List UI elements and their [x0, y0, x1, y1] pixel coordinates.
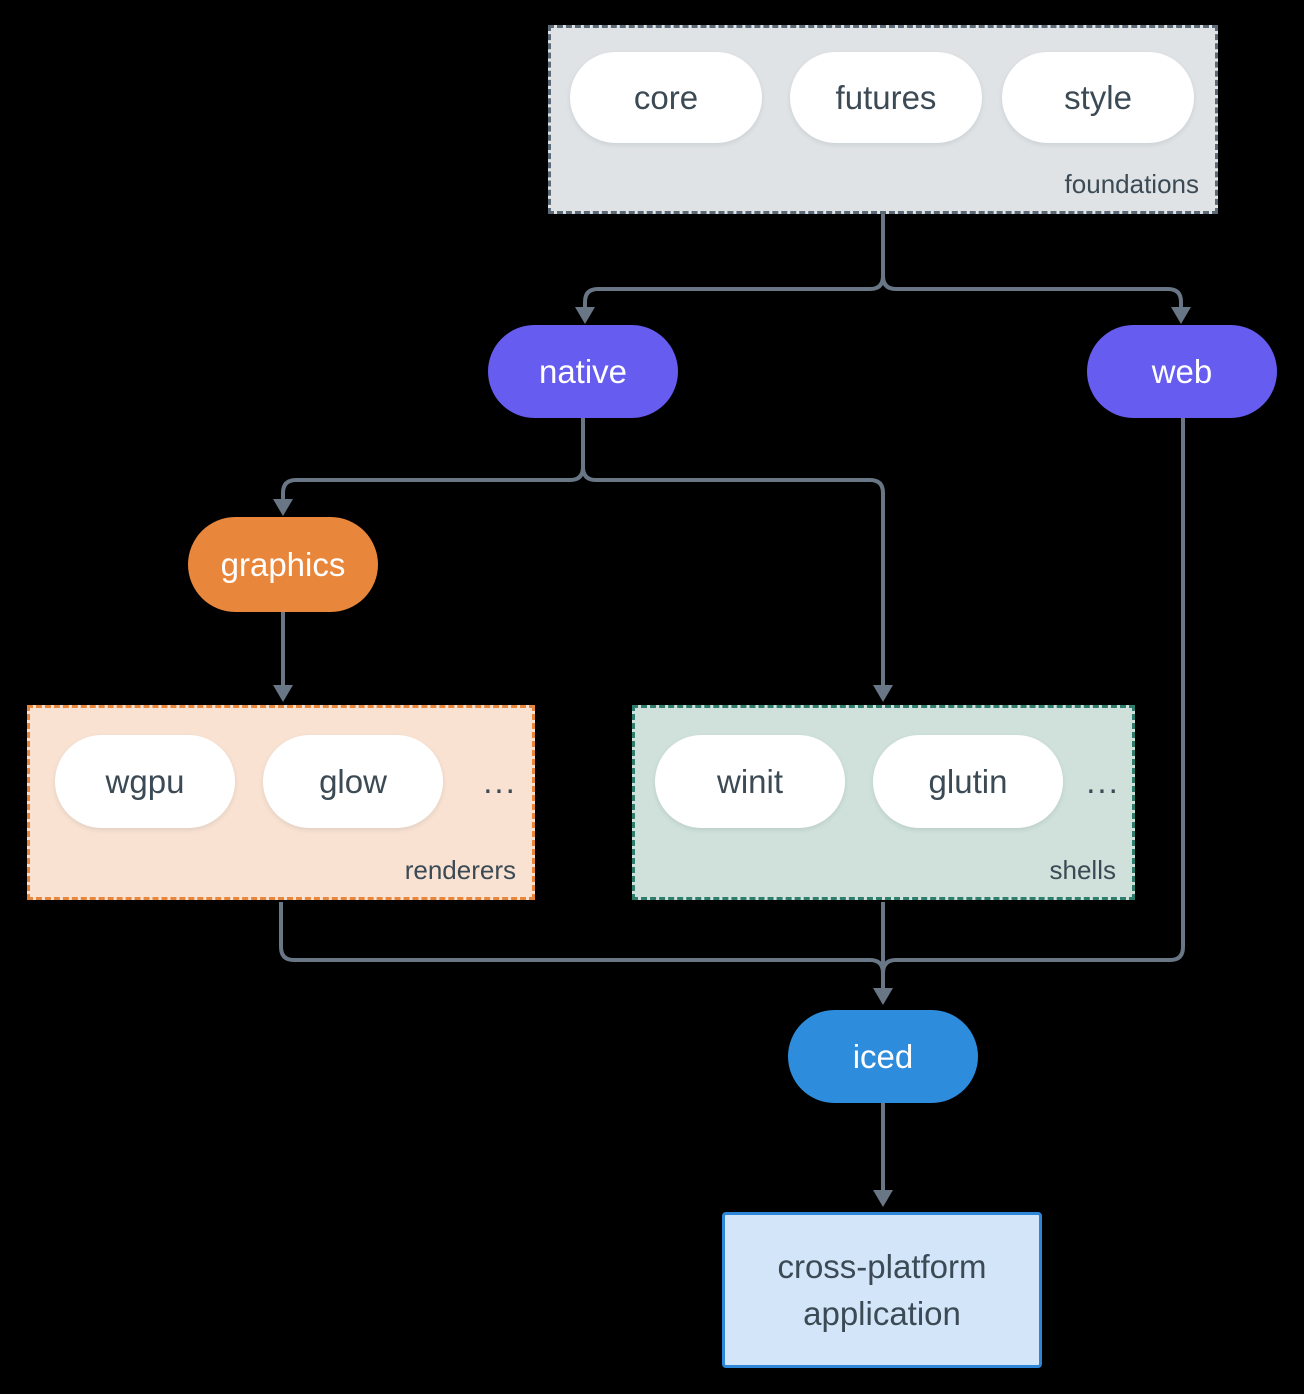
- foundations-group: core futures style foundations: [548, 25, 1218, 214]
- node-glow: glow: [263, 735, 443, 828]
- node-graphics-label: graphics: [220, 545, 346, 583]
- shells-ellipsis: ...: [1086, 763, 1120, 800]
- arrowhead-graphics: [273, 499, 293, 516]
- arrowhead-web: [1171, 307, 1191, 324]
- arrowhead-renderers: [273, 685, 293, 702]
- node-winit-label: winit: [716, 762, 784, 800]
- node-wgpu-label: wgpu: [105, 762, 185, 800]
- arrowhead-application: [873, 1190, 893, 1207]
- node-core: core: [570, 52, 762, 143]
- arrowhead-iced: [873, 988, 893, 1005]
- renderers-group: wgpu glow ... renderers: [27, 705, 535, 900]
- shells-group-label: shells: [1049, 855, 1116, 885]
- node-futures-label: futures: [835, 78, 937, 116]
- node-web-label: web: [1151, 352, 1213, 390]
- node-iced-label: iced: [852, 1037, 914, 1075]
- node-core-label: core: [633, 78, 699, 116]
- renderers-ellipsis: ...: [483, 763, 517, 800]
- node-wgpu: wgpu: [55, 735, 235, 828]
- node-style-label: style: [1064, 78, 1132, 116]
- arrowhead-shells: [873, 685, 893, 702]
- edge-foundations-native: [583, 214, 885, 309]
- edge-native-graphics: [281, 418, 585, 501]
- arrowhead-native: [575, 307, 595, 324]
- node-futures: futures: [790, 52, 982, 143]
- node-native: native: [488, 325, 678, 418]
- node-glutin-label: glutin: [928, 762, 1008, 800]
- renderers-group-label: renderers: [404, 855, 516, 885]
- application-box: cross-platform application: [722, 1212, 1042, 1368]
- node-web: web: [1087, 325, 1277, 418]
- node-native-label: native: [538, 352, 628, 390]
- edge-native-shells: [581, 418, 885, 687]
- node-winit: winit: [655, 735, 845, 828]
- node-glow-label: glow: [319, 762, 387, 800]
- shells-group: winit glutin ... shells: [632, 705, 1135, 900]
- application-label-line2: application: [803, 1295, 961, 1332]
- node-graphics: graphics: [188, 517, 378, 612]
- edge-renderers-iced: [279, 902, 885, 990]
- edge-foundations-web: [881, 214, 1183, 309]
- edge-web-iced: [881, 418, 1185, 990]
- node-glutin: glutin: [873, 735, 1063, 828]
- foundations-group-label: foundations: [1064, 169, 1199, 199]
- node-style: style: [1002, 52, 1194, 143]
- node-iced: iced: [788, 1010, 978, 1103]
- application-label-line1: cross-platform: [777, 1248, 987, 1285]
